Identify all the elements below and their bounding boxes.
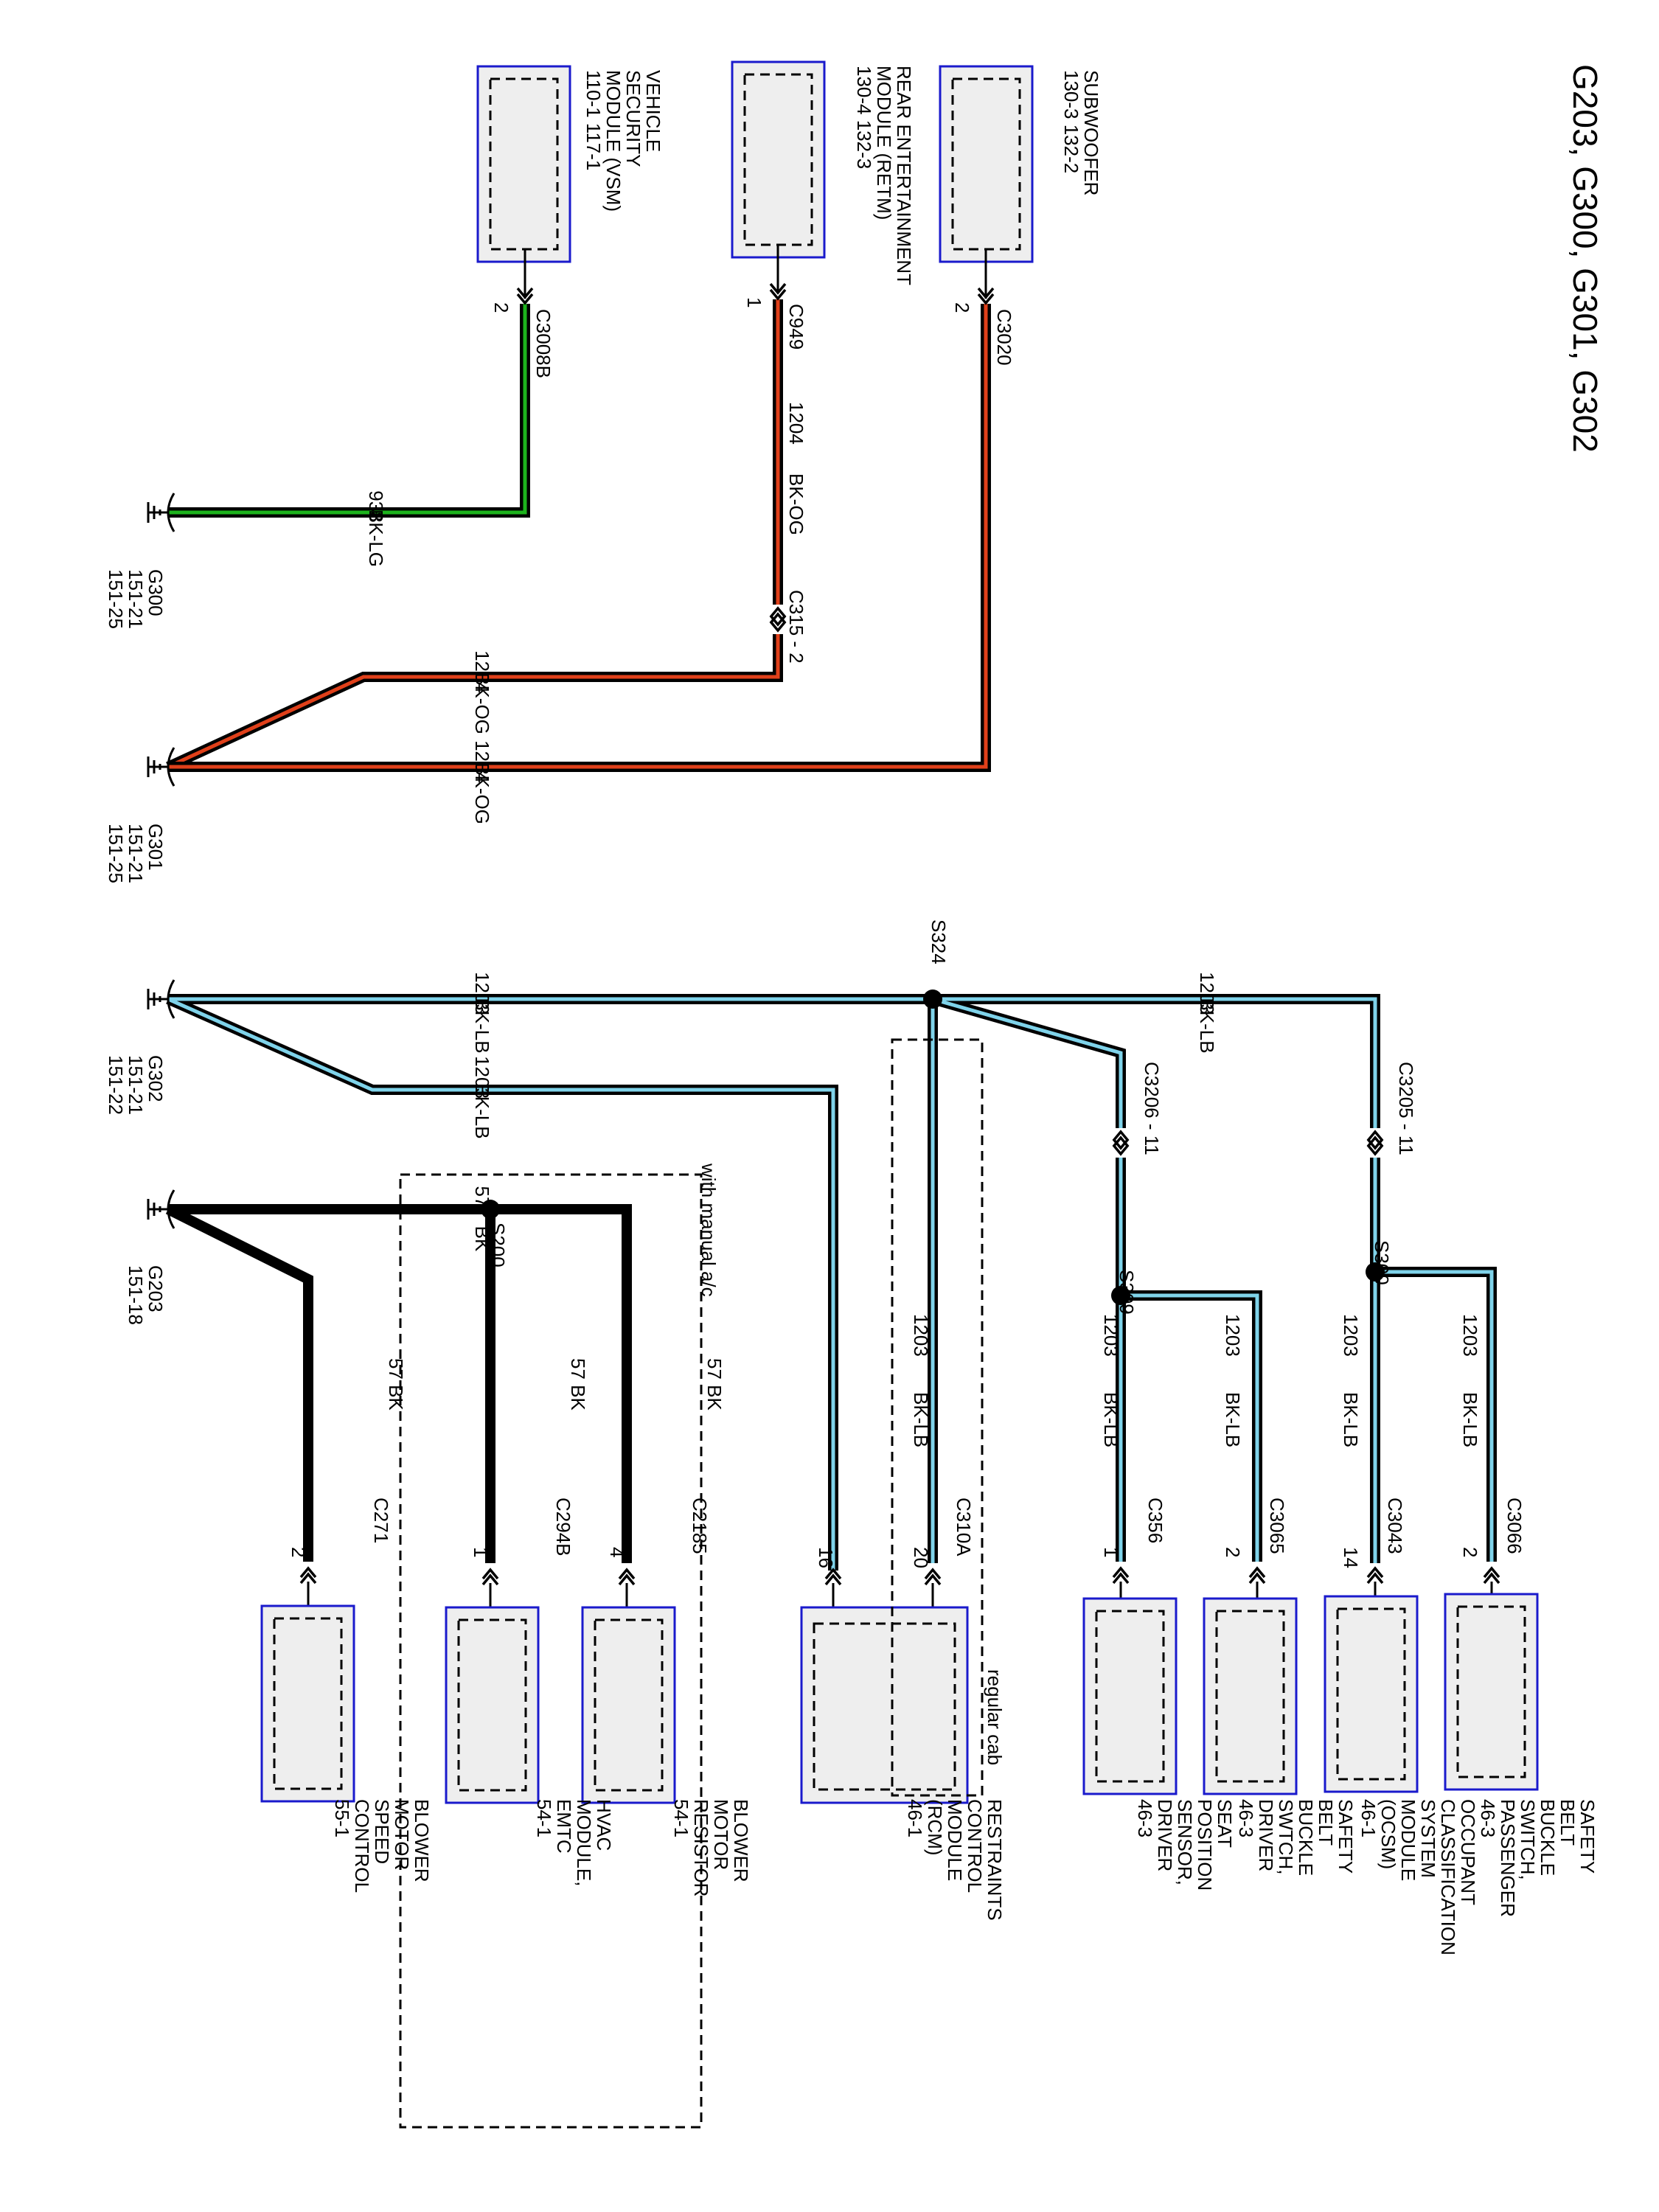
module-rcm xyxy=(800,1583,969,1804)
module-sbs-driver xyxy=(1203,1582,1298,1795)
module-vsm xyxy=(476,65,571,299)
c3043-connector-icon xyxy=(1366,1567,1384,1585)
region-manual-ac xyxy=(399,1173,703,2129)
wire-1203-network xyxy=(166,994,1497,1571)
module-sbs-passenger xyxy=(1444,1582,1539,1791)
c310a-pin16-connector-icon xyxy=(824,1568,842,1586)
module-blower-speed xyxy=(260,1582,355,1803)
c3065-connector-icon xyxy=(1248,1567,1266,1585)
c271-connector-icon xyxy=(299,1567,317,1585)
wire-1204-retm xyxy=(166,299,783,772)
module-ocsm xyxy=(1324,1582,1419,1793)
module-retm xyxy=(731,60,826,293)
c356-connector-icon xyxy=(1112,1567,1130,1585)
c2185-connector-icon xyxy=(618,1568,636,1586)
c294b-connector-icon xyxy=(481,1568,499,1586)
s200-splice xyxy=(481,1200,500,1219)
c310a-pin20-connector-icon xyxy=(924,1568,942,1586)
module-hvac xyxy=(445,1583,540,1804)
s309-splice xyxy=(1111,1286,1130,1305)
module-subwoofer xyxy=(939,65,1034,299)
wire-1204-subwoofer xyxy=(168,304,991,772)
wire-938 xyxy=(168,304,530,518)
module-seat-position xyxy=(1082,1582,1178,1795)
module-blower-resistor xyxy=(581,1583,676,1804)
c3066-connector-icon xyxy=(1483,1567,1500,1585)
region-regular-cab xyxy=(891,1038,984,1797)
wire-57 xyxy=(165,1204,632,1563)
s300-splice xyxy=(1366,1262,1385,1281)
s324-splice xyxy=(923,990,942,1009)
